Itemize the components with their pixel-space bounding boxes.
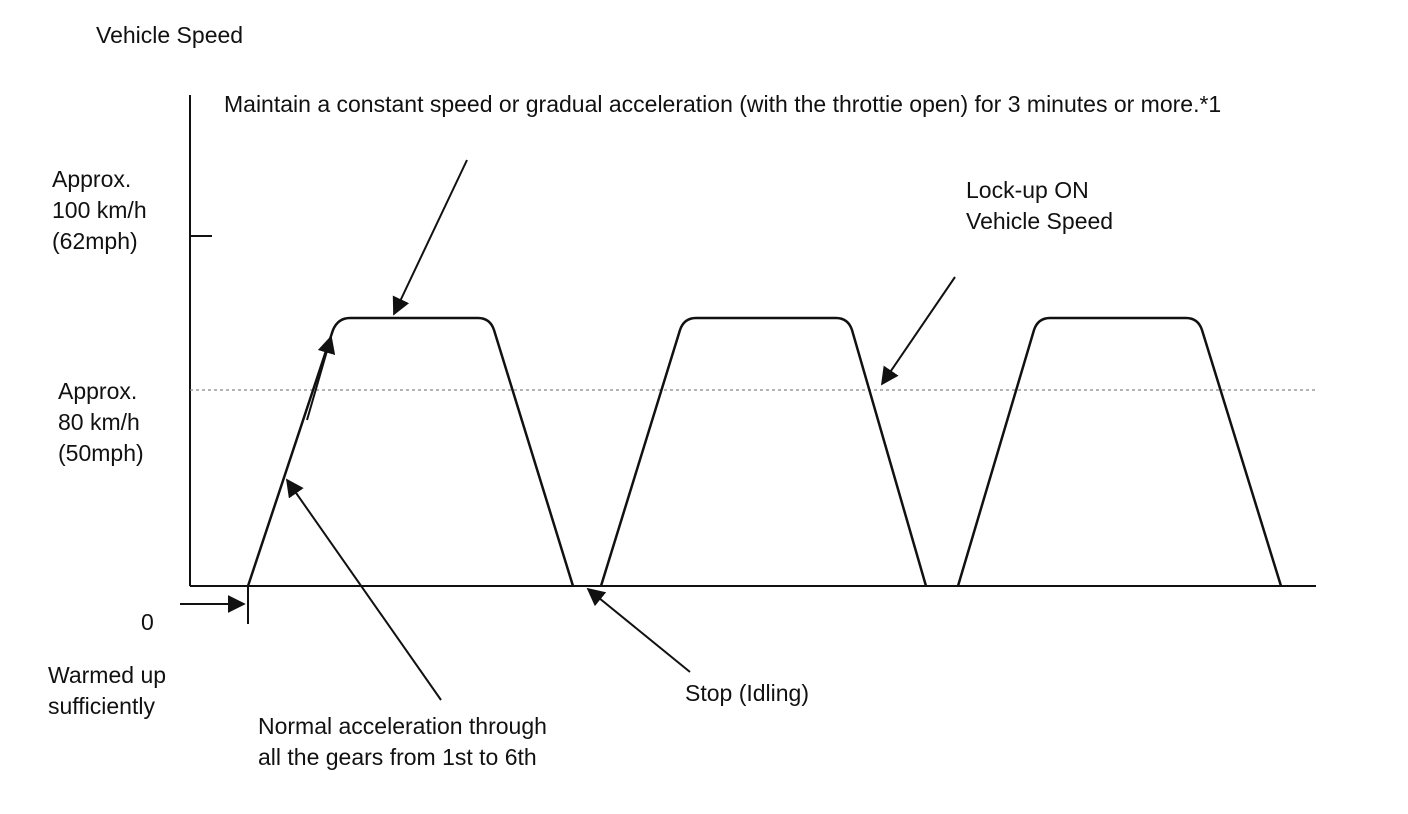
arrow-maintain <box>392 159 468 316</box>
lockup-speed-label: Lock-up ON Vehicle Speed <box>966 175 1113 237</box>
normal-acceleration-label: Normal acceleration through all the gear… <box>258 711 547 773</box>
tick-label-100-line: 100 km/h <box>52 197 147 223</box>
arrow-stop-idling <box>586 587 691 673</box>
origin-label: 0 <box>141 609 154 635</box>
tick-label-80kmh: Approx. 80 km/h (50mph) <box>58 376 144 469</box>
tick-label-80-line: Approx. <box>58 378 138 404</box>
arrow-normal-accel <box>285 478 442 701</box>
warmed-up-label: Warmed up sufficiently <box>48 660 166 722</box>
tick-label-80-line: 80 km/h <box>58 409 140 435</box>
warmed-up-label-line: sufficiently <box>48 693 155 719</box>
tick-label-100-line: Approx. <box>52 166 132 192</box>
tick-label-100-line: (62mph) <box>52 228 138 254</box>
tick-label-80-line: (50mph) <box>58 440 144 466</box>
speed-cycle-3 <box>956 316 1283 587</box>
maintain-speed-note: Maintain a constant speed or gradual acc… <box>224 91 1222 117</box>
arrow-normal-accel-upper <box>306 335 336 421</box>
lockup-label-line: Lock-up ON <box>966 177 1089 203</box>
arrow-lockup <box>880 276 956 386</box>
normal-accel-label-line: all the gears from 1st to 6th <box>258 744 537 770</box>
y-axis-title: Vehicle Speed <box>96 22 244 48</box>
speed-cycle-2 <box>599 316 928 587</box>
warmed-up-label-line: Warmed up <box>48 662 167 688</box>
speed-cycle-1 <box>246 316 575 587</box>
normal-accel-label-line: Normal acceleration through <box>258 713 547 739</box>
stop-idling-label: Stop (Idling) <box>685 680 810 706</box>
tick-label-100kmh: Approx. 100 km/h (62mph) <box>52 164 147 257</box>
lockup-label-line: Vehicle Speed <box>966 208 1114 234</box>
